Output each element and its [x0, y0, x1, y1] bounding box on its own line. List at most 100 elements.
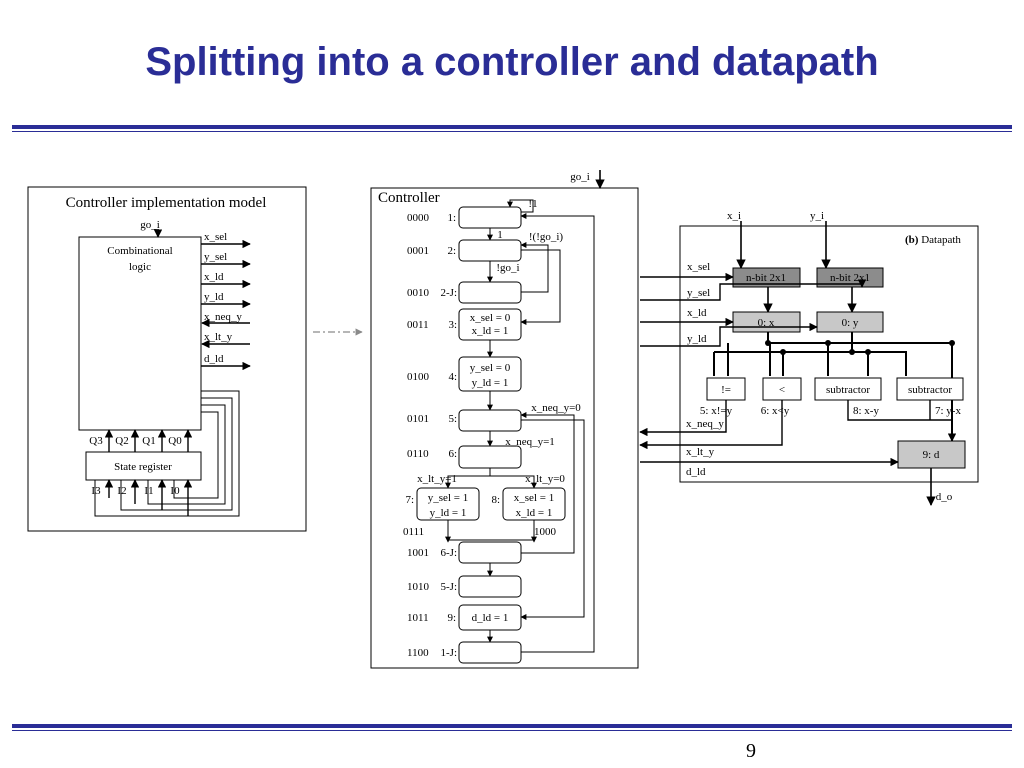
- state-3-num: 3:: [448, 319, 457, 331]
- state-7-num: 7:: [405, 494, 414, 506]
- comb-logic-line1: Combinational: [107, 245, 172, 257]
- q1-label: Q1: [142, 435, 155, 447]
- impl-out-y-ld: y_ld: [204, 291, 224, 303]
- sub-yx-caption: 7: y-x: [935, 405, 961, 417]
- datapath: [639, 221, 979, 506]
- page-number: 9: [746, 740, 756, 762]
- state-9-code: 1011: [407, 612, 429, 624]
- trans-neq0: x_neq_y=0: [531, 402, 581, 414]
- controller-go-label: go_i: [570, 171, 590, 183]
- state-1j: [458, 641, 522, 664]
- lt-unit-label: <: [779, 384, 785, 396]
- impl-go-label: go_i: [140, 219, 160, 231]
- controller-labels: Controller go_i 0000 0001 0010 0011 0100…: [378, 171, 590, 659]
- state-6j-code: 1001: [407, 547, 429, 559]
- state-2-num: 2:: [447, 245, 456, 257]
- mux-y-label: n-bit 2x1: [830, 272, 870, 284]
- top-rule: [12, 125, 1012, 129]
- controller-fsm: [370, 170, 639, 669]
- state-6: [458, 445, 522, 469]
- reg-d-label: 9: d: [923, 449, 940, 461]
- dp-d-o: d_o: [936, 491, 953, 503]
- slide-title: Splitting into a controller and datapath: [145, 40, 879, 84]
- impl-out-d-ld: d_ld: [204, 353, 224, 365]
- neq-unit-label: !=: [721, 384, 731, 396]
- comb-logic-line2: logic: [129, 261, 151, 273]
- trans-lt0: x_lt_y=0: [525, 473, 565, 485]
- implementation-model: [27, 186, 307, 532]
- state-8-action-1: x_sel = 1: [514, 492, 554, 504]
- state-2-code: 0001: [407, 245, 429, 257]
- reg-y: [816, 311, 884, 333]
- sub-yx-label: subtractor: [908, 384, 952, 396]
- i0-label: I0: [170, 485, 180, 497]
- combinational-logic-box: [78, 236, 202, 431]
- impl-out-x-sel: x_sel: [204, 231, 227, 243]
- controller-frame: [370, 187, 639, 669]
- state-6-code: 0110: [407, 448, 429, 460]
- trans-one: 1: [497, 229, 503, 241]
- q3-label: Q3: [89, 435, 103, 447]
- controller-title: Controller: [378, 190, 440, 206]
- impl-model-frame: [27, 186, 307, 532]
- trans-neq1: x_neq_y=1: [505, 436, 555, 448]
- state-6j: [458, 541, 522, 564]
- i2-label: I2: [117, 485, 126, 497]
- bottom-rule-thin: [12, 730, 1012, 731]
- state-2j-code: 0010: [407, 287, 430, 299]
- state-8-action-2: x_ld = 1: [516, 507, 553, 519]
- state-2j: [458, 281, 522, 304]
- state-5-code: 0101: [407, 413, 429, 425]
- i3-label: I3: [91, 485, 101, 497]
- q2-label: Q2: [115, 435, 128, 447]
- datapath-frame: [679, 225, 979, 483]
- state-1-num: 1:: [447, 212, 456, 224]
- reg-x-label: 0: x: [758, 317, 775, 329]
- datapath-title-bold: (b): [905, 234, 919, 246]
- impl-in-x-lt-y: x_lt_y: [204, 331, 233, 343]
- state-register-box: [85, 451, 202, 481]
- trans-not-go: !go_i: [496, 262, 519, 274]
- state-9-action-1: d_ld = 1: [472, 612, 509, 624]
- dp-x-neq-y: x_neq_y: [686, 418, 724, 430]
- dp-y-sel: y_sel: [687, 287, 710, 299]
- top-rule-thin: [12, 131, 1012, 132]
- state-1j-num: 1-J:: [441, 647, 458, 659]
- dp-d-ld: d_ld: [686, 466, 706, 478]
- state-4-action-1: y_sel = 0: [470, 362, 511, 374]
- bottom-rule: [12, 724, 1012, 728]
- impl-in-x-neq-y: x_neq_y: [204, 311, 242, 323]
- state-3-code: 0011: [407, 319, 429, 331]
- mux-y: [816, 267, 884, 288]
- state-1-code: 0000: [407, 212, 430, 224]
- trans-not1: !1: [528, 198, 537, 210]
- implementation-model-labels: Controller implementation model go_i Com…: [66, 195, 267, 497]
- state-5j-code: 1010: [407, 581, 430, 593]
- state-9-num: 9:: [447, 612, 456, 624]
- state-1: [458, 206, 522, 229]
- state-5j: [458, 575, 522, 598]
- dp-y-ld: y_ld: [687, 333, 707, 345]
- state-2: [458, 239, 522, 262]
- q0-label: Q0: [168, 435, 182, 447]
- trans-lt1: x_lt_y=1: [417, 473, 457, 485]
- state-6-num: 6:: [448, 448, 457, 460]
- i1-label: I1: [144, 485, 153, 497]
- reg-y-label: 0: y: [842, 317, 859, 329]
- dp-x-lt-y: x_lt_y: [686, 446, 715, 458]
- reg-d: [897, 440, 966, 469]
- state-4-code: 0100: [407, 371, 430, 383]
- lt-caption: 6: x<y: [761, 405, 790, 417]
- state-register-label: State register: [114, 461, 172, 473]
- dp-x-sel: x_sel: [687, 261, 710, 273]
- state-1j-code: 1100: [407, 647, 429, 659]
- impl-model-title: Controller implementation model: [66, 195, 267, 211]
- state-2j-num: 2-J:: [441, 287, 458, 299]
- state-4-num: 4:: [448, 371, 457, 383]
- state-5j-num: 5-J:: [441, 581, 458, 593]
- impl-out-y-sel: y_sel: [204, 251, 227, 263]
- datapath-labels: (b) Datapath x_i y_i x_sel y_sel x_ld y_…: [686, 210, 961, 503]
- state-8-num: 8:: [491, 494, 500, 506]
- sub-xy-label: subtractor: [826, 384, 870, 396]
